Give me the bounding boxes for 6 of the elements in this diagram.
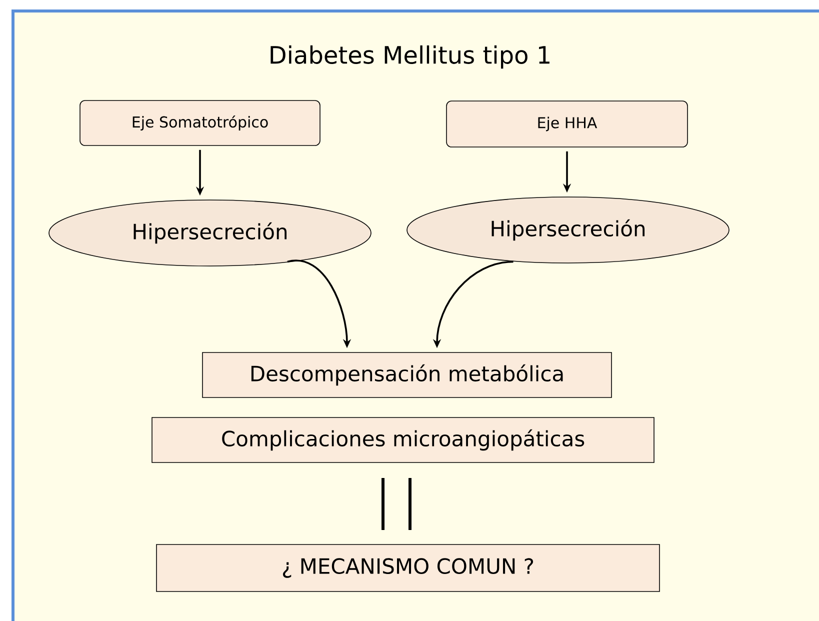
process-box: Eje Somatotrópico	[80, 100, 320, 146]
process-box: ¿ MECANISMO COMUN ?	[156, 544, 660, 592]
process-box: Eje HHA	[446, 100, 688, 148]
process-box: Complicaciones microangiopáticas	[152, 417, 654, 463]
process-box: Descompensación metabólica	[202, 352, 612, 398]
title: Diabetes Mellitus tipo 1	[270, 45, 550, 69]
